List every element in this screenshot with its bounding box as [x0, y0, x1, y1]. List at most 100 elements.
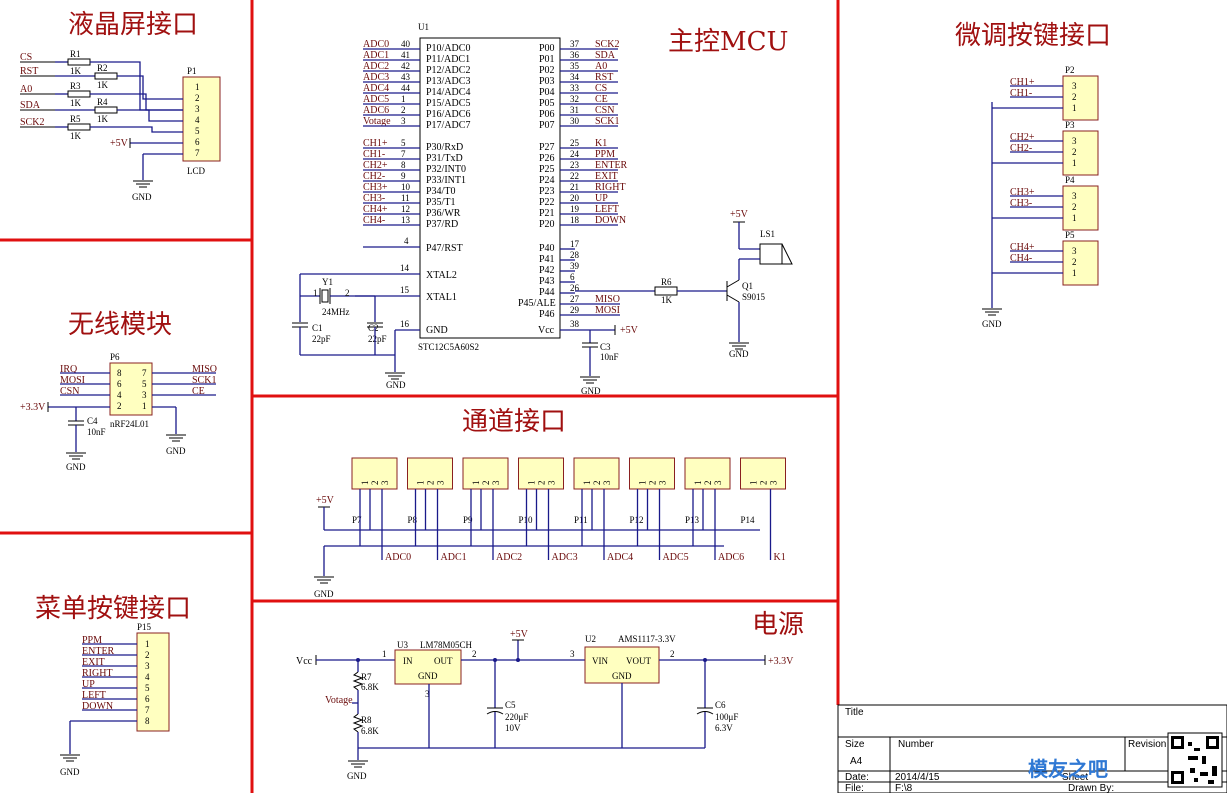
nrf-lpin: 8: [117, 368, 122, 378]
menu-section: P15 12345678PPMENTEREXITRIGHTUPLEFTDOWN …: [60, 622, 170, 777]
u3-in: IN: [403, 656, 413, 666]
channel-ref: P12: [630, 515, 644, 525]
mcu-rnet-sck1: SCK1: [595, 116, 619, 127]
menu-net-up: UP: [82, 679, 95, 690]
mcu-pin-name: P31/TxD: [426, 153, 463, 164]
channel-connector-p9: [462, 457, 509, 490]
mcu-rpin-name: P27: [539, 142, 555, 153]
mcu-rpin-num: 35: [570, 61, 580, 71]
mcu-pin-num: 42: [401, 61, 410, 71]
c2-ref: C2: [368, 323, 379, 333]
mcu-rnet-k1: K1: [595, 138, 607, 149]
menu-net-left: LEFT: [82, 690, 106, 701]
mcu-lpin-name: P41: [539, 254, 555, 265]
lcd-name: LCD: [187, 166, 206, 176]
nrf-net-ce: CE: [192, 386, 205, 397]
c5-ref: C5: [505, 700, 516, 710]
menu-net-right: RIGHT: [82, 668, 113, 679]
mcu-rnet-exit: EXIT: [595, 171, 618, 182]
menu-net-enter: ENTER: [82, 646, 115, 657]
tb-file: File:: [845, 783, 864, 793]
mcu-rnet-down: DOWN: [595, 215, 626, 226]
fine-pin: 2: [1072, 92, 1077, 102]
xtal1-name: XTAL1: [426, 292, 457, 303]
wireless-section: P6 nRF24L01 86427531IRQMOSICSNMISOSCK1CE…: [20, 352, 217, 472]
lcd-pin-4: 4: [195, 115, 200, 125]
buzzer-ls1: [759, 243, 783, 265]
c6-v1: 100μF: [715, 712, 738, 722]
lcd-res-ref: R1: [70, 49, 81, 59]
fine-net: CH1-: [1010, 88, 1032, 99]
mcu-net-ch3-: CH3-: [363, 193, 385, 204]
mcu-pin-num: 2: [401, 105, 406, 115]
mcu-pin-name: P36/WR: [426, 208, 461, 219]
nrf-ref: P6: [110, 352, 120, 362]
title-menu: 菜单按键接口: [35, 594, 191, 624]
mcu-net-adc6: ADC6: [363, 105, 389, 116]
u2-in: VIN: [592, 656, 608, 666]
mcu-pin-num: 11: [401, 193, 410, 203]
fine-pin: 1: [1072, 103, 1077, 113]
mcu-pin-name: P33/INT1: [426, 175, 466, 186]
mcu-pin-name: P35/T1: [426, 197, 455, 208]
channel-ref: P7: [352, 515, 362, 525]
menu-pin-7: 7: [145, 705, 150, 715]
channel-ref: P8: [408, 515, 418, 525]
fine-connector-p3: [1062, 130, 1099, 176]
channel-pin: 3: [713, 480, 723, 485]
c3-value: 10nF: [600, 352, 619, 362]
mcu-lpin-name: P46: [539, 309, 555, 320]
mcu-lpin-num: 17: [570, 239, 580, 249]
crystal-p1: 1: [313, 288, 318, 298]
channel-ref: P14: [741, 515, 756, 525]
tb-date-value: 2014/4/15: [895, 772, 940, 783]
nrf-net-csn: CSN: [60, 386, 79, 397]
mcu-lnet-mosi: MOSI: [595, 305, 620, 316]
tb-file-value: F:\8: [895, 783, 913, 793]
lcd-resistor: [94, 72, 118, 80]
mcu-pin-name: P14/ADC4: [426, 87, 470, 98]
title-fine: 微调按键接口: [955, 21, 1111, 51]
mcu-net-adc1: ADC1: [363, 50, 389, 61]
lcd-vcc: +5V: [110, 138, 129, 149]
menu-pin-2: 2: [145, 650, 150, 660]
mcu-rnet-cs: CS: [595, 83, 607, 94]
mcu-pin-num: 3: [401, 116, 406, 126]
channel-net-adc6: ADC6: [718, 552, 744, 563]
lcd-pin-7: 7: [195, 148, 200, 158]
u2-gnd: GND: [612, 671, 632, 681]
nrf-vcc: +3.3V: [20, 402, 46, 413]
title-lcd: 液晶屏接口: [68, 10, 198, 40]
mcu-pin-num: 10: [401, 182, 411, 192]
menu-pin-3: 3: [145, 661, 150, 671]
mcu-lpin-num: 6: [570, 272, 575, 282]
channel-connector-p13: [684, 457, 731, 490]
u3-part: LM78M05CH: [420, 640, 473, 650]
channel-net-adc4: ADC4: [607, 552, 633, 563]
mcu-pin-name: P16/ADC6: [426, 109, 470, 120]
mcu-rpin-num: 30: [570, 116, 580, 126]
nrf-lpin: 6: [117, 379, 122, 389]
nrf-net-sck1: SCK1: [192, 375, 216, 386]
lcd-pin-1: 1: [195, 82, 200, 92]
nrf-net-miso: MISO: [192, 364, 217, 375]
mcu-lpin-num: 27: [570, 294, 580, 304]
lcd-connector: [182, 76, 221, 162]
mcu-rpin-num: 19: [570, 204, 580, 214]
lcd-res-value: 1K: [97, 80, 109, 90]
menu-pin-8: 8: [145, 716, 150, 726]
xtal1-num: 15: [400, 285, 410, 295]
lcd-ref: P1: [187, 66, 197, 76]
nrf-rpin: 3: [142, 390, 147, 400]
gnd-pin-num: 16: [400, 319, 410, 329]
channel-ref: P11: [574, 515, 588, 525]
vcc-pin-num: 38: [570, 319, 580, 329]
mcu-rpin-name: P22: [539, 197, 555, 208]
mcu-net-ch3+: CH3+: [363, 182, 388, 193]
mcu-gnd: GND: [386, 380, 406, 390]
channel-pin: 3: [436, 480, 446, 485]
channel-pin: 1: [360, 481, 370, 486]
